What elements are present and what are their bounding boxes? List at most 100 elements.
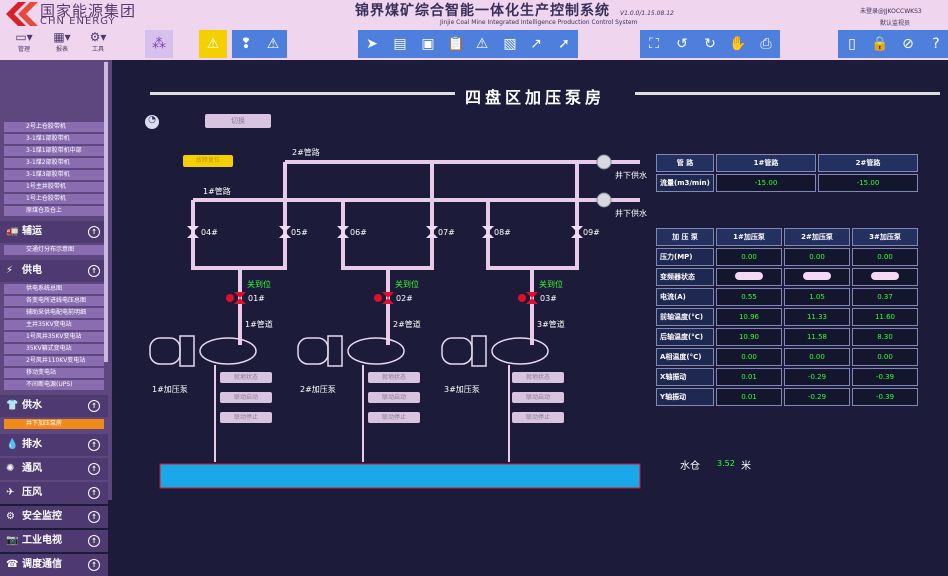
pump-control-button[interactable]: 联动停止 [220, 412, 272, 423]
branch-2 [341, 162, 434, 270]
clipboard-button[interactable]: 📋 [442, 30, 470, 58]
sidebar-subitem[interactable]: 交通灯分布示意图 [4, 245, 104, 255]
expand-icon[interactable]: ↑ [88, 535, 100, 547]
pump-table-value: 1.05 [784, 288, 850, 306]
sidebar-subitem[interactable]: 2号上仓胶带机 [4, 122, 104, 132]
expand-icon[interactable]: ↑ [88, 400, 100, 412]
alarm-sound-button[interactable]: ⚠ [259, 30, 287, 58]
network-button[interactable]: ⁂ [145, 30, 173, 58]
back-button[interactable]: ↺ [668, 30, 696, 58]
pump-control-button[interactable]: 就地状态 [368, 372, 420, 383]
sidebar-subitem-active[interactable]: 井下加压泵房 [4, 419, 104, 429]
pump-table-header: 3#加压泵 [852, 228, 918, 246]
sidebar-subitem[interactable]: 3-1煤1部胶带机中部 [4, 146, 104, 156]
sidebar-category[interactable]: ⚡供电↑ [0, 260, 108, 282]
sidebar-subitem[interactable]: 原煤仓及仓上 [4, 206, 104, 216]
valve-label: 04# [201, 228, 218, 237]
expand-icon[interactable]: ↑ [88, 487, 100, 499]
sidebar-category[interactable]: 🚛辅运↑ [0, 221, 108, 243]
sidebar-category[interactable]: 💧排水↑ [0, 434, 108, 456]
expand-icon[interactable]: ↑ [88, 265, 100, 277]
hand-button[interactable]: ✋ [724, 30, 752, 58]
sidebar-subitem[interactable]: 主井35KV变电站 [4, 320, 104, 330]
piping-diagram [149, 154, 641, 489]
lock-button[interactable]: 🔒 [866, 30, 894, 58]
forward-button[interactable]: ↻ [696, 30, 724, 58]
print-button[interactable]: ⎙ [752, 30, 780, 58]
list-button[interactable]: ▤ [386, 30, 414, 58]
search-alarm-button[interactable]: ⚠ [468, 30, 496, 58]
help-button[interactable]: ? [922, 30, 948, 58]
expand-icon[interactable]: ↑ [88, 559, 100, 571]
electric-valve-01 [234, 292, 246, 304]
trend-button[interactable]: ↗ [522, 30, 550, 58]
sidebar-category[interactable]: ☎调度通信↑ [0, 554, 108, 576]
pump-control-button[interactable]: 联动启动 [220, 392, 272, 403]
sidebar-scrollbar[interactable] [104, 62, 108, 362]
sidebar-subitem[interactable]: 2号风井110KV变电站 [4, 356, 104, 366]
sidebar-subitem[interactable]: 移动变电站 [4, 368, 104, 378]
category-icon: ☎ [6, 559, 19, 570]
pump-control-button[interactable]: 联动停止 [368, 412, 420, 423]
sidebar-category[interactable]: 📷工业电视↑ [0, 530, 108, 552]
pump-line-label: 2#管道 [393, 320, 421, 329]
printer-icon: ⎙ [760, 36, 772, 52]
grid-icon: ▦▾ [53, 30, 71, 44]
sidebar-subitem[interactable]: 3-1煤3部胶带机 [4, 170, 104, 180]
logout-button[interactable]: ▯ [838, 30, 866, 58]
sidebar-subitem[interactable]: 3-1煤2部胶带机 [4, 158, 104, 168]
sidebar-category[interactable]: ✈压风↑ [0, 482, 108, 504]
sidebar-category[interactable]: ✺通风↑ [0, 458, 108, 480]
sidebar-category[interactable]: ⚙安全监控↑ [0, 506, 108, 528]
image-button[interactable]: ▣ [414, 30, 442, 58]
menu-manage[interactable]: ▭▾管理 [6, 30, 42, 58]
sidebar-category[interactable]: 👕供水↑ [0, 395, 108, 417]
expand-icon[interactable]: ↑ [88, 463, 100, 475]
pump-control-button[interactable]: 就地状态 [220, 372, 272, 383]
pump-control-button[interactable]: 联动启动 [512, 392, 564, 403]
pump-table-value: 0.00 [716, 348, 782, 366]
brand-name-cn: 国家能源集团 [40, 2, 137, 20]
pump-control-button[interactable]: 联动停止 [512, 412, 564, 423]
valve-actuator-01 [226, 294, 234, 302]
pump-control-button[interactable]: 联动启动 [368, 392, 420, 403]
pump-table-value: 8.30 [852, 328, 918, 346]
report-search-button[interactable]: ▧ [496, 30, 524, 58]
clipboard-icon: 📋 [447, 36, 465, 52]
pump-control-button[interactable]: 就地状态 [512, 372, 564, 383]
category-label: 通风 [22, 463, 42, 474]
sidebar-subitem[interactable]: 1号主井胶带机 [4, 182, 104, 192]
sidebar-subitem[interactable]: 35KV箱式变电站 [4, 344, 104, 354]
sidebar-subitem[interactable]: 1号风井35KV变电站 [4, 332, 104, 342]
settings-button[interactable]: ⊘ [894, 30, 922, 58]
valve-state: 关到位 [395, 280, 419, 289]
sidebar-subitem[interactable]: 辅助采供电配电前明细 [4, 308, 104, 318]
warning-icon: ⚠ [206, 36, 220, 52]
alarm-button[interactable]: ⚠ [199, 30, 227, 58]
app-subtitle: Jinjie Coal Mine Integrated Intelligence… [440, 19, 638, 26]
alarm-confirm-button[interactable]: ❢ [232, 30, 260, 58]
network-icon: ⁂ [152, 36, 166, 52]
sidebar-subitem[interactable]: 3-1煤1部胶带机 [4, 134, 104, 144]
expand-icon[interactable]: ↑ [88, 439, 100, 451]
menu-tools[interactable]: ⚙▾工具 [80, 30, 116, 58]
select-button[interactable]: ➤ [358, 30, 386, 58]
pointer-button[interactable]: ➚ [550, 30, 578, 58]
fault-reset-button[interactable]: 故障复位 [183, 155, 233, 167]
sidebar-subitem[interactable]: 1号上仓胶带机 [4, 194, 104, 204]
expand-icon[interactable]: ↑ [88, 226, 100, 238]
pump-line-label: 1#管道 [245, 320, 273, 329]
pump-table-value: -0.29 [784, 368, 850, 386]
sidebar-subitem[interactable]: 各变电所进线电压总图 [4, 296, 104, 306]
expand-icon[interactable]: ↑ [88, 511, 100, 523]
switch-button[interactable]: 切换 [205, 114, 271, 128]
water-tank [159, 463, 641, 489]
fullscreen-button[interactable]: ⛶ [640, 30, 668, 58]
manual-valves [187, 226, 583, 238]
sidebar-subitem[interactable]: 不间断电源(UPS) [4, 380, 104, 390]
login-status: 未登录@JJKOCCWKS3 [860, 8, 922, 15]
sidebar-subitem[interactable]: 供电系统总图 [4, 284, 104, 294]
menu-report[interactable]: ▦▾报表 [44, 30, 80, 58]
back-icon: ↺ [676, 36, 688, 52]
